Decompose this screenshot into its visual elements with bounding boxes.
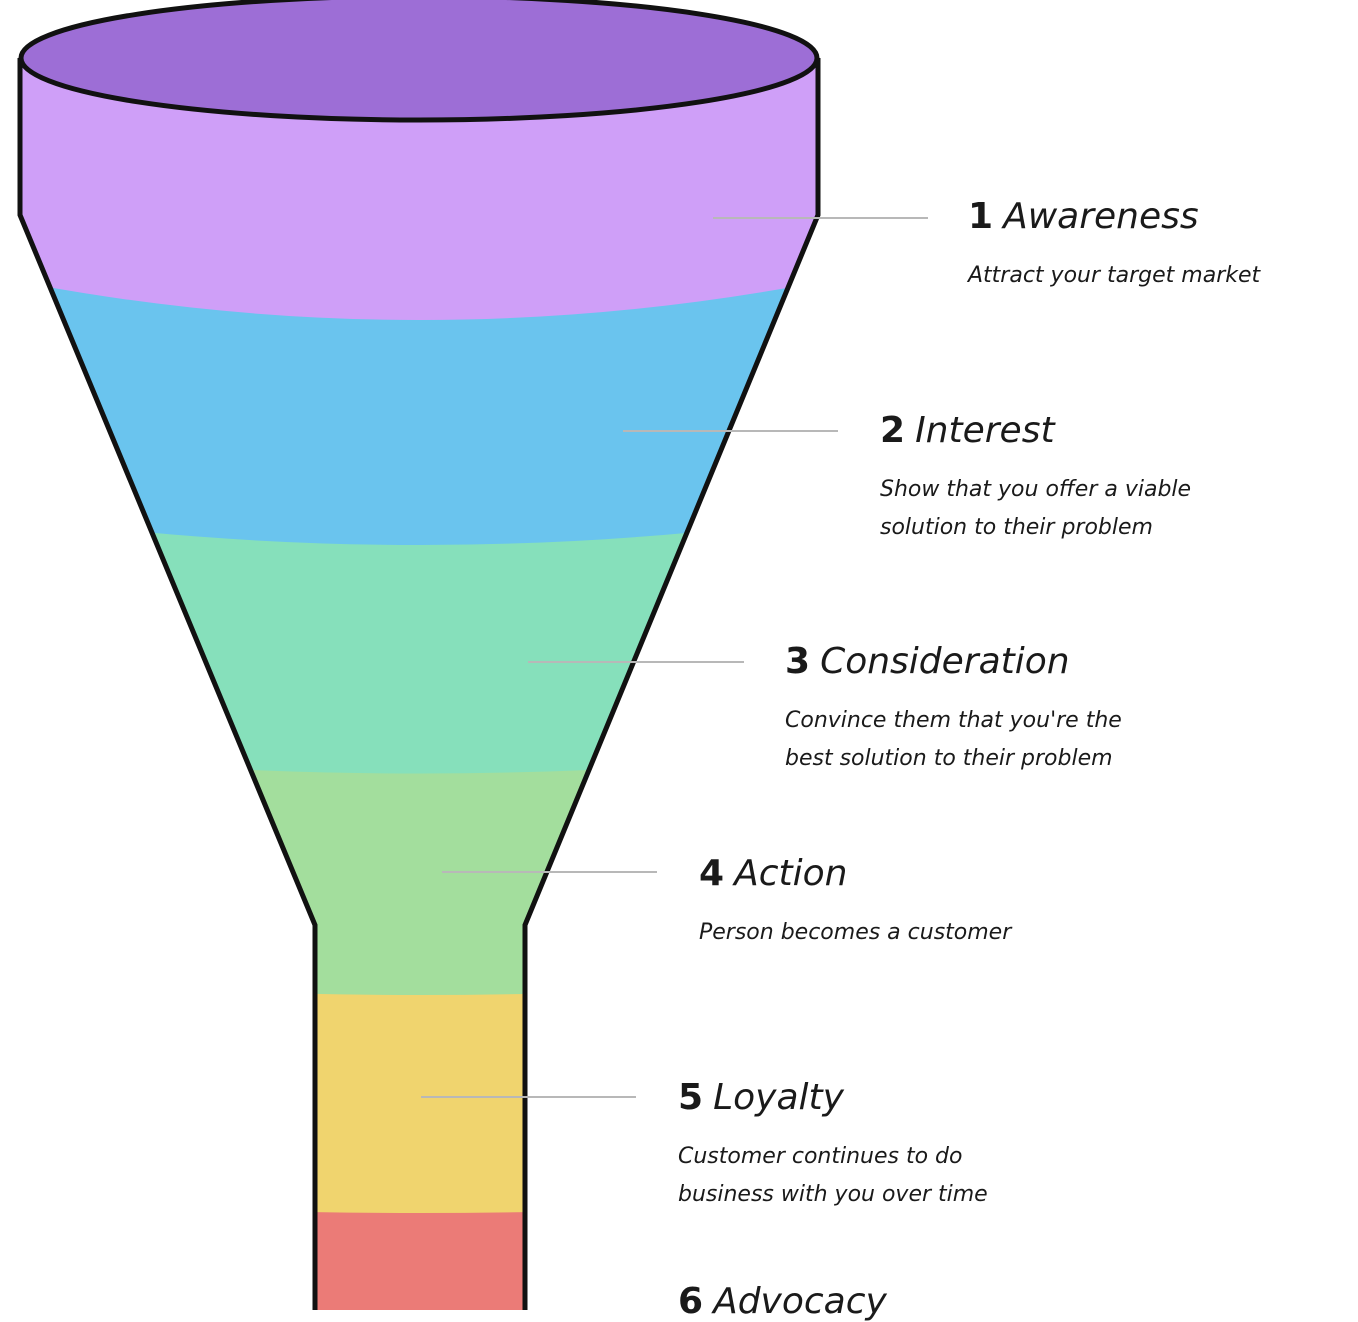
stage-description: Person becomes a customer [699,914,1011,952]
description-line: business with you over time [678,1182,988,1207]
stage-name: Advocacy [713,1281,887,1322]
stage-number: 5 [678,1077,704,1118]
funnel-outline [17,58,821,1310]
stage-name: Awareness [1003,196,1199,237]
stage-number: 2 [880,410,906,451]
description-line: Person becomes a customer [699,920,1012,945]
stage-description: Attract your target market [968,257,1260,295]
description-line: Attract your target market [968,263,1261,288]
stage-number: 3 [785,641,811,682]
band-stage-2 [20,270,818,545]
stage-name: Interest [915,410,1055,451]
stage-description: Convince them that you're the best solut… [785,702,1122,778]
stage-description: Customer continues to do business with y… [678,1138,988,1214]
stage-name: Consideration [820,641,1070,682]
stage-description: Show that you offer a viable solution to… [880,471,1191,547]
stage-number: 6 [678,1281,704,1322]
stage-name: Loyalty [713,1077,844,1118]
description-line: Show that you offer a viable [880,477,1192,502]
description-line: best solution to their problem [785,746,1113,771]
funnel-rim [18,0,820,123]
description-line: solution to their problem [880,515,1153,540]
stage-name: Action [734,853,848,894]
stage-number: 1 [968,196,994,237]
stage-number: 4 [699,853,725,894]
description-line: Customer continues to do [678,1144,963,1169]
description-line: Convince them that you're the [785,708,1122,733]
band-stage-3 [20,510,818,774]
